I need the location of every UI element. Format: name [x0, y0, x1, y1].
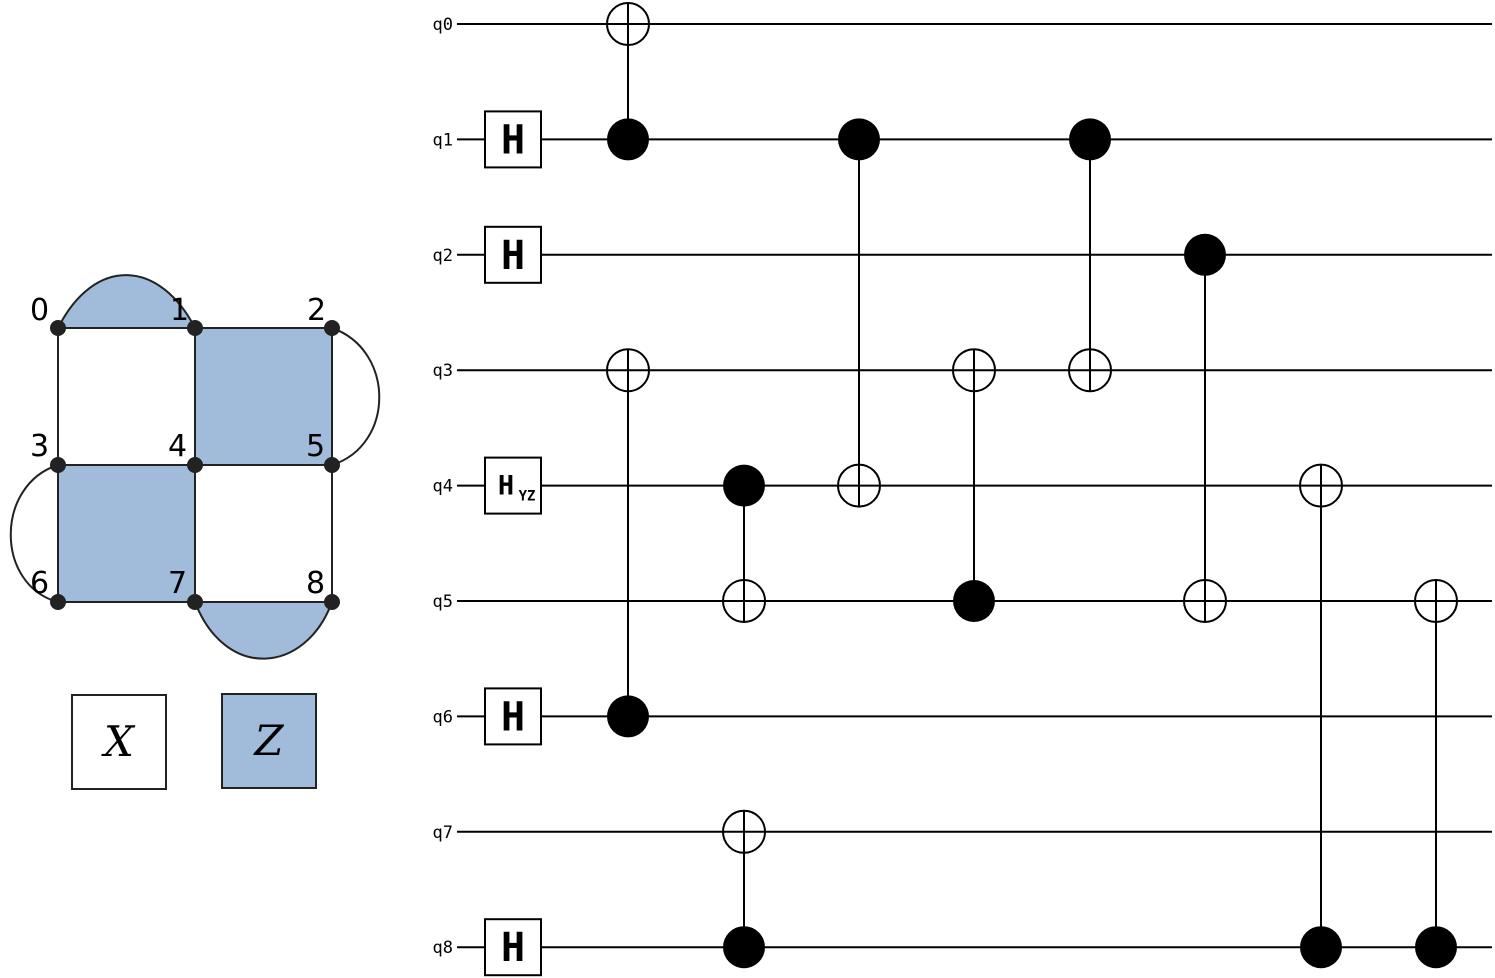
- cnot-control-q2: [1184, 233, 1226, 276]
- cnot-target-q4: [837, 463, 881, 508]
- legend-x-swatch: [71, 694, 167, 790]
- plaquette-x-right-2-5: [331, 327, 381, 466]
- gate-box: [484, 456, 542, 515]
- node-label-8: 8: [306, 566, 325, 601]
- h-gate-q6: H: [484, 687, 542, 746]
- cnot-control-q4: [723, 464, 765, 507]
- lattice-node-8: [324, 594, 340, 610]
- node-label-3: 3: [30, 429, 49, 464]
- cnot-target-q3: [1068, 348, 1112, 393]
- cnot-control-q8: [1415, 926, 1457, 969]
- legend-z-label: Z: [252, 716, 284, 765]
- node-label-6: 6: [30, 566, 49, 601]
- lattice-node-4: [187, 457, 203, 473]
- node-label-4: 4: [168, 429, 187, 464]
- qubit-label-q0: q0: [433, 15, 453, 35]
- lattice-node-1: [187, 320, 203, 336]
- node-label-7: 7: [168, 566, 187, 601]
- gate-box: [484, 225, 542, 284]
- plaquette-z-1-2-4-5: [194, 327, 333, 466]
- plaquette-x-left-3-6: [9, 464, 59, 603]
- gate-box: [484, 918, 542, 977]
- h-gate-q4: H YZ: [484, 456, 542, 515]
- lattice-node-6: [50, 594, 66, 610]
- h-gate-q1: H: [484, 110, 542, 169]
- cnot-control-q1: [607, 118, 649, 161]
- cnot-control-q8: [1300, 926, 1342, 969]
- gate-label: H: [501, 925, 525, 971]
- cnot-control-q5: [953, 580, 995, 622]
- node-label-1: 1: [170, 293, 189, 328]
- cnot-target-q3: [606, 348, 650, 393]
- cnot-control-q8: [723, 926, 765, 969]
- cnot-target-q4: [1299, 463, 1343, 508]
- cnot-marks: [606, 2, 1458, 969]
- node-label-5: 5: [306, 429, 325, 464]
- quantum-circuit: q0 q1 q2 q3 q4 q5 q6 q7 q8 H H H YZ H H: [433, 2, 1492, 977]
- lattice-node-2: [324, 320, 340, 336]
- legend-z-swatch: [221, 693, 317, 789]
- cnot-control-q6: [607, 695, 649, 738]
- legend: X Z: [71, 693, 317, 790]
- cnot-target-q3: [952, 348, 996, 393]
- lattice-node-3: [50, 457, 66, 473]
- lattice-node-0: [50, 320, 66, 336]
- cnot-target-q5: [1414, 579, 1458, 623]
- legend-x-label: X: [101, 717, 136, 766]
- lattice-diagram: 0 1 2 3 4 5 6 7 8: [9, 274, 381, 660]
- cnot-target-q7: [722, 809, 766, 854]
- qubit-label-q5: q5: [433, 592, 453, 612]
- qubit-label-q1: q1: [433, 130, 453, 150]
- lattice-nodes: [50, 320, 340, 610]
- cnot-control-q1: [838, 118, 880, 161]
- qubit-label-q8: q8: [433, 938, 453, 958]
- node-label-0: 0: [30, 293, 49, 328]
- cnot-control-q1: [1069, 118, 1111, 161]
- node-label-2: 2: [307, 293, 326, 328]
- gate-box: [484, 687, 542, 746]
- lattice-node-5: [324, 457, 340, 473]
- qubit-label-q7: q7: [433, 823, 453, 843]
- plaquette-z-bottom-7-8: [193, 601, 334, 660]
- qubit-label-q2: q2: [433, 246, 453, 266]
- plaquette-x-0-1-3-4: [57, 327, 196, 466]
- qubit-label-q6: q6: [433, 707, 453, 727]
- cnot-target-q5: [722, 579, 766, 623]
- h-gate-q2: H: [484, 225, 542, 284]
- qubit-label-q4: q4: [433, 477, 453, 497]
- gate-subscript: YZ: [519, 489, 536, 505]
- plaquette-z-top-0-1: [56, 274, 197, 329]
- gate-box: [484, 110, 542, 169]
- qubit-label-q3: q3: [433, 361, 453, 381]
- gate-label: H: [501, 233, 525, 279]
- single-qubit-gates: H H H YZ H H: [484, 110, 542, 977]
- h-gate-q8: H: [484, 918, 542, 977]
- cnot-target-q5: [1183, 579, 1227, 623]
- plaquette-x-4-5-7-8: [194, 464, 333, 603]
- gate-label: H: [501, 117, 525, 163]
- gate-label: H: [498, 471, 514, 502]
- plaquette-z-3-4-6-7: [57, 464, 196, 603]
- cnot-target-q0: [606, 2, 650, 46]
- gate-label: H: [501, 694, 525, 740]
- lattice-node-7: [187, 594, 203, 610]
